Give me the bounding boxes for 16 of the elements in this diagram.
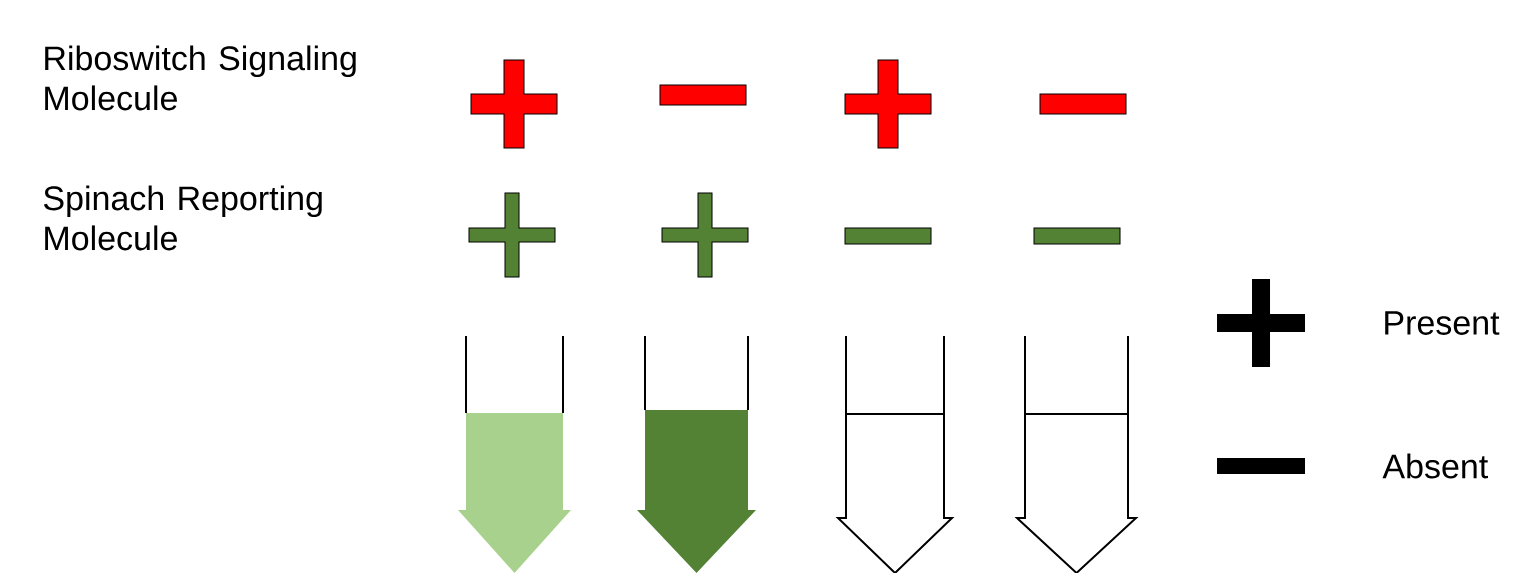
plus-sign xyxy=(661,192,749,278)
minus-sign xyxy=(1039,93,1127,115)
row-label: Spinach Reporting Molecule xyxy=(43,185,322,251)
minus-sign xyxy=(844,227,932,245)
tube-drawing xyxy=(1014,335,1139,573)
tube-drawing xyxy=(637,335,756,573)
plus-sign xyxy=(844,59,932,149)
minus-sign xyxy=(659,84,747,106)
legend-minus-item: Absent xyxy=(1217,453,1488,479)
plus-sign xyxy=(468,192,556,278)
minus-sign xyxy=(1033,227,1121,245)
plus-sign xyxy=(470,59,558,149)
legend-plus-item: Present xyxy=(1217,279,1500,367)
tube-drawing xyxy=(835,335,955,573)
tube-drawing xyxy=(458,335,571,573)
row-label: Riboswitch Signaling Molecule xyxy=(45,45,356,111)
